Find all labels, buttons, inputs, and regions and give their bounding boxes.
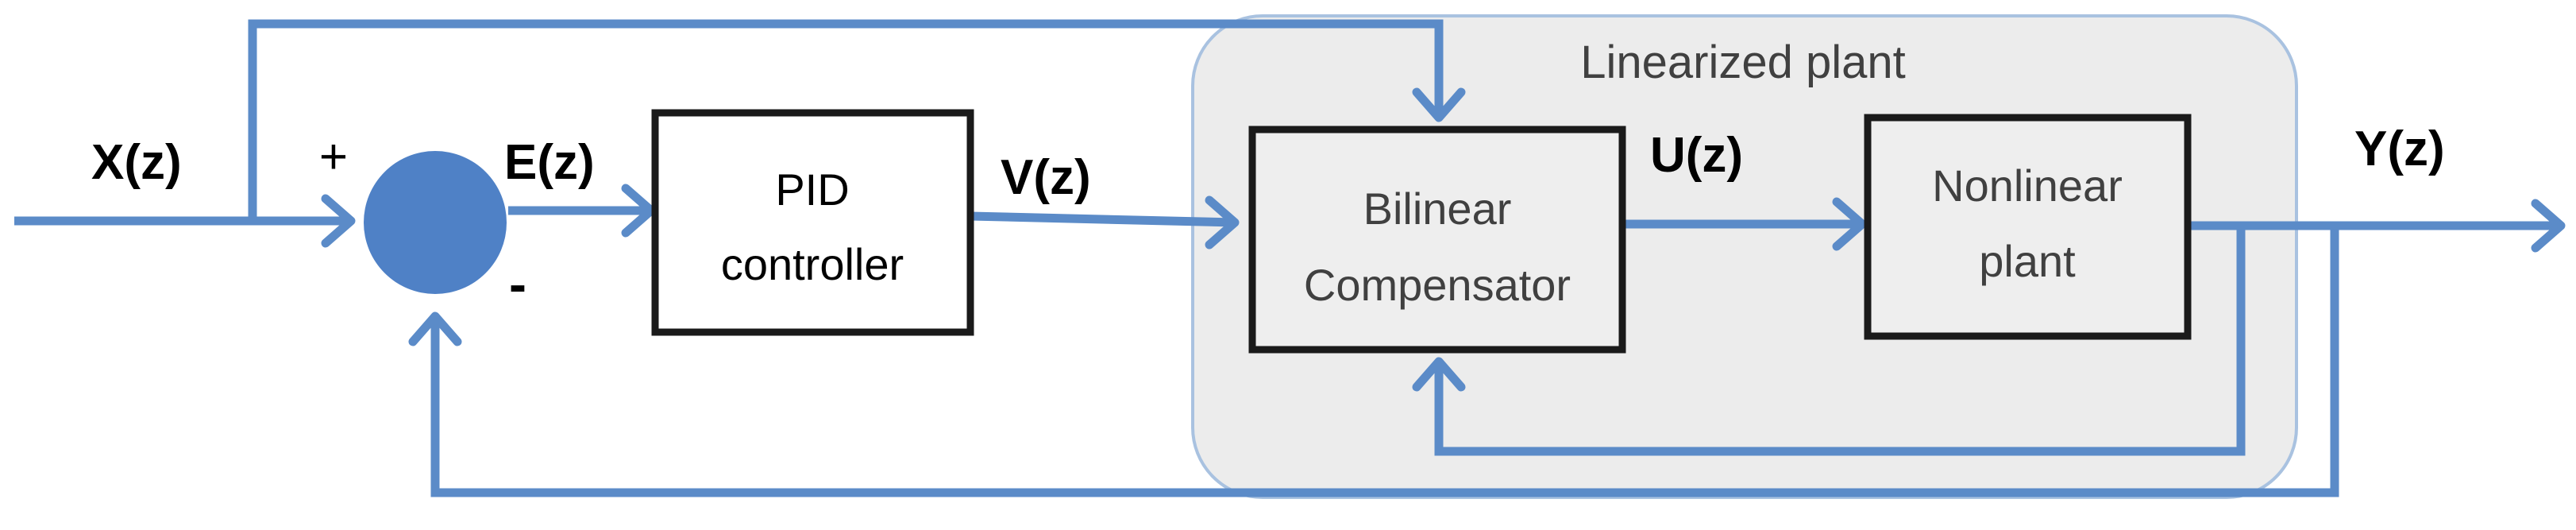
inner-feedback-arrowhead — [1412, 357, 1466, 392]
summing-junction — [364, 151, 507, 294]
bilinear-compensator-label-line1: Bilinear — [1363, 184, 1512, 234]
nonlinear-plant-block — [1864, 114, 2192, 340]
nonlinear-plant-label-line1: Nonlinear — [1932, 161, 2123, 211]
bilinear-compensator-block — [1248, 126, 1626, 354]
feedforward-arrowhead — [1412, 87, 1466, 122]
signal-label-compensator-output: U(z) — [1650, 128, 1743, 183]
compensator-output-arrowhead — [1832, 197, 1867, 251]
signal-label-controller-output: V(z) — [1001, 150, 1091, 205]
error-arrowhead — [621, 184, 656, 238]
feedforward-line — [248, 19, 1444, 221]
signal-label-input: X(z) — [91, 135, 182, 190]
pid-controller-block — [651, 109, 974, 336]
junction-plus-sign: + — [319, 130, 348, 184]
nonlinear-plant-label-line2: plant — [1979, 236, 2076, 286]
pid-controller-label-line2: controller — [721, 239, 904, 289]
output-arrowhead — [2531, 199, 2566, 253]
pid-output-arrowhead — [1205, 195, 1240, 250]
bilinear-compensator-label-line2: Compensator — [1304, 260, 1571, 310]
pid-controller-label-line1: PID — [775, 164, 849, 215]
outer-feedback-line — [430, 226, 2339, 497]
inner-feedback-line — [1434, 221, 2246, 456]
signal-label-error: E(z) — [504, 135, 595, 190]
linearized-plant-title: Linearized plant — [1580, 37, 1906, 88]
signal-label-output: Y(z) — [2354, 122, 2445, 176]
input-arrowhead — [321, 194, 356, 248]
junction-minus-sign: - — [509, 254, 526, 313]
outer-feedback-arrowhead — [408, 311, 462, 346]
pid-output-line — [970, 211, 1236, 227]
